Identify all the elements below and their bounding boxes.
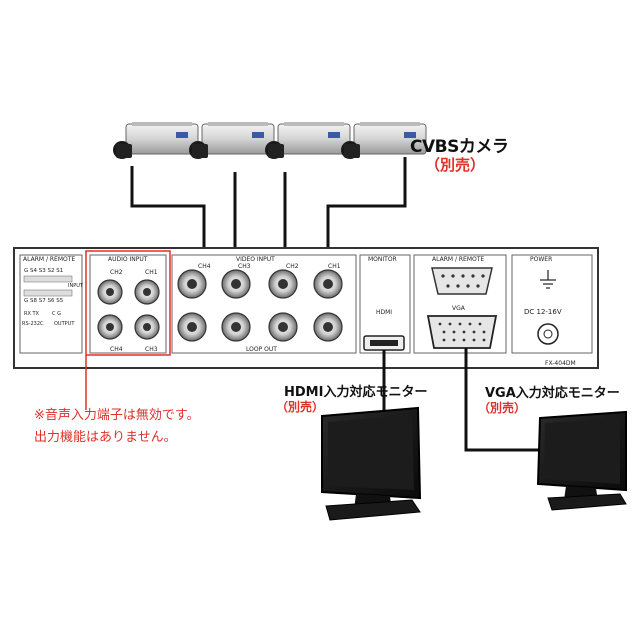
audio-ch4-label: CH4 [110, 346, 123, 353]
alarm-rs232c: RS-232C [22, 321, 44, 327]
alarm-small-b: C G [52, 311, 61, 317]
alarm-terminal-top: G S4 S3 S2 S1 [24, 268, 63, 274]
model-label: FX-404DM [545, 360, 576, 367]
ground-icon [540, 270, 556, 289]
video-bnc-row-top [177, 269, 343, 299]
alarm-small-a: RX TX [24, 311, 40, 317]
hdmi-monitor [321, 406, 422, 521]
video-input-block: VIDEO INPUT CH4 CH3 CH2 CH1 LOOP OUT [171, 254, 357, 354]
alarm-output: OUTPUT [54, 321, 75, 327]
monitor-title: MONITOR [368, 256, 397, 263]
power-block: POWER DC 12-16V [511, 254, 593, 354]
audio-input-title: AUDIO INPUT [108, 256, 148, 263]
hdmi-port-label: HDMI [376, 309, 392, 316]
camera-4 [341, 122, 427, 159]
vga-connector [426, 315, 498, 349]
alarm-remote-block: ALARM / REMOTE G S4 S3 S2 S1 INPUT G S8 … [19, 254, 84, 354]
camera-2 [189, 122, 275, 159]
alarm-input-label: INPUT [68, 283, 84, 289]
vga-monitor-label: VGA入力対応モニター [485, 386, 620, 401]
video-ch4-label: CH4 [198, 263, 211, 270]
hdmi-monitor-sub-label: （別売） [276, 400, 325, 414]
video-input-title: VIDEO INPUT [236, 256, 275, 263]
db9-connector [431, 267, 493, 295]
alarm-screw-terminals [23, 275, 73, 297]
dvr-rear-panel [13, 247, 599, 369]
audio-ch1-label: CH1 [145, 269, 158, 276]
power-title: POWER [530, 256, 552, 263]
alarm-remote-db9-block: ALARM / REMOTE VGA [413, 254, 507, 354]
audio-ch2-label: CH2 [110, 269, 123, 276]
video-ch2-label: CH2 [286, 263, 299, 270]
hdmi-monitor-label: HDMI入力対応モニター [284, 385, 428, 400]
alarm-remote2-title: ALARM / REMOTE [432, 256, 484, 263]
video-bnc-row-bottom [177, 312, 343, 342]
audio-input-block: AUDIO INPUT CH2 CH1 CH4 CH3 [89, 254, 167, 354]
audio-note-line1: ※音声入力端子は無効です。 [34, 408, 200, 423]
camera-sub-label: （別売） [425, 156, 486, 174]
camera-label: CVBSカメラ [410, 137, 509, 157]
vga-monitor [536, 410, 627, 511]
alarm-terminal-bottom: G S8 S7 S6 S5 [24, 298, 64, 304]
video-ch3-label: CH3 [238, 263, 251, 270]
video-ch1-label: CH1 [328, 263, 341, 270]
dc-label: DC 12-16V [524, 308, 562, 316]
audio-highlight [85, 250, 171, 410]
audio-note-line2: 出力機能はありません。 [34, 430, 177, 445]
monitor-cables [382, 348, 548, 452]
vga-port-label: VGA [452, 305, 466, 312]
alarm-remote-title: ALARM / REMOTE [23, 256, 75, 263]
loop-out-title: LOOP OUT [246, 346, 277, 353]
vga-monitor-sub-label: （別売） [478, 401, 527, 415]
camera-3 [265, 122, 351, 159]
camera-cables [130, 157, 407, 262]
audio-ch3-label: CH3 [145, 346, 158, 353]
camera-1 [113, 122, 199, 159]
